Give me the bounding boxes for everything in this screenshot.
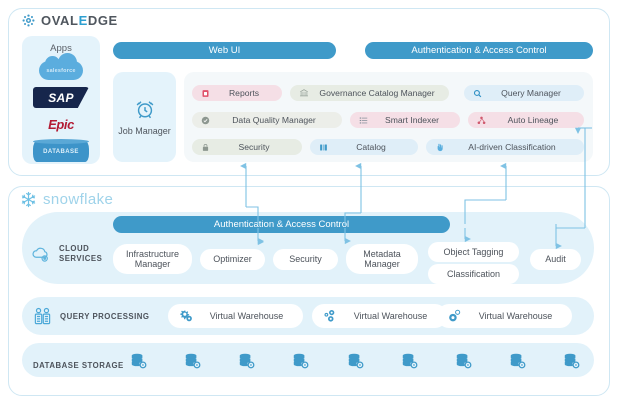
query-processing-icon — [33, 307, 52, 326]
app-logo-epic: Epic — [33, 114, 89, 135]
ovaledge-gear-logo-icon — [22, 14, 35, 27]
feature-label-security: Security — [238, 142, 270, 152]
cloud-gear-icon — [30, 245, 52, 263]
cloud-services-tag: CLOUD SERVICES — [30, 244, 102, 263]
app-logo-sap: SAP — [33, 87, 89, 108]
cloud-service-infrastructure-manager[interactable]: Infrastructure Manager — [113, 244, 192, 274]
gears-icon — [178, 309, 193, 323]
feature-label-reports: Reports — [228, 88, 260, 98]
feature-label-data-quality-manager: Data Quality Manager — [232, 115, 316, 125]
virtual-warehouse-3-label: Virtual Warehouse — [478, 311, 553, 321]
feature-pill-smart-indexer[interactable]: Smart Indexer — [350, 112, 460, 128]
feature-pill-governance-catalog-manager[interactable]: Governance Catalog Manager — [290, 85, 449, 101]
gears-icon — [322, 309, 337, 323]
feature-label-query-manager: Query Manager — [501, 88, 561, 98]
cloud-service-object-tagging[interactable]: Object Tagging — [428, 242, 519, 262]
app-label-salesforce: salesforce — [46, 67, 76, 74]
lock-icon — [201, 143, 210, 152]
feature-label-governance-catalog-manager: Governance Catalog Manager — [319, 88, 435, 98]
database-storage-tag: DATABASE STORAGE — [33, 355, 124, 373]
virtual-warehouse-3[interactable]: Virtual Warehouse — [437, 304, 572, 328]
database-icon — [563, 352, 580, 369]
app-label-epic: Epic — [48, 117, 74, 132]
snowflake-icon — [20, 191, 37, 208]
ovaledge-auth-access-control-bar[interactable]: Authentication & Access Control — [365, 42, 593, 59]
ovaledge-word-left: OVAL — [41, 13, 79, 28]
virtual-warehouse-2-label: Virtual Warehouse — [353, 311, 428, 321]
database-icon — [455, 352, 472, 369]
feature-label-smart-indexer: Smart Indexer — [385, 115, 439, 125]
job-manager-label: Job Manager — [118, 126, 171, 136]
database-storage-band — [22, 343, 594, 377]
snowflake-auth-access-control-bar[interactable]: Authentication & Access Control — [113, 216, 450, 233]
database-icon — [292, 352, 309, 369]
check-circle-icon — [201, 116, 210, 125]
report-icon — [201, 89, 210, 98]
database-icon — [509, 352, 526, 369]
bank-icon — [299, 88, 309, 98]
cloud-service-audit[interactable]: Audit — [530, 249, 581, 270]
database-icon — [238, 352, 255, 369]
cloud-services-label-line1: CLOUD — [59, 244, 90, 253]
app-logo-salesforce: salesforce — [33, 53, 89, 81]
ovaledge-brand: OVALEDGE — [22, 13, 118, 28]
books-icon — [319, 143, 328, 152]
cloud-service-classification[interactable]: Classification — [428, 264, 519, 284]
cloud-services-label: CLOUD SERVICES — [59, 244, 102, 263]
cloud-service-security[interactable]: Security — [273, 249, 338, 270]
salesforce-cloud-icon — [39, 53, 83, 80]
cloud-service-metadata-manager[interactable]: Metadata Manager — [346, 244, 418, 274]
query-processing-tag: QUERY PROCESSING — [33, 307, 149, 326]
feature-label-auto-lineage: Auto Lineage — [507, 115, 559, 125]
snowflake-brand: snowflake — [20, 191, 113, 208]
app-label-database: DATABASE — [43, 148, 79, 155]
database-storage-icons — [130, 350, 580, 370]
ovaledge-wordmark: OVALEDGE — [41, 13, 118, 28]
ovaledge-word-right: DGE — [87, 13, 118, 28]
query-processing-label: QUERY PROCESSING — [60, 311, 150, 321]
cloud-services-label-line2: SERVICES — [59, 253, 103, 263]
database-icon — [130, 352, 147, 369]
app-logo-database: DATABASE — [33, 139, 89, 162]
database-icon — [401, 352, 418, 369]
database-icon — [184, 352, 201, 369]
ovaledge-feature-grid: Reports Governance Catalog Manager Query… — [184, 72, 593, 162]
feature-pill-data-quality-manager[interactable]: Data Quality Manager — [192, 112, 342, 128]
feature-pill-ai-driven-classification[interactable]: AI-driven Classification — [426, 139, 584, 155]
feature-label-catalog: Catalog — [356, 142, 386, 152]
feature-pill-catalog[interactable]: Catalog — [310, 139, 418, 155]
list-icon — [359, 116, 368, 125]
apps-column: Apps salesforce SAP Epic DATABASE — [22, 36, 100, 164]
magnifier-icon — [473, 89, 482, 98]
gears-icon — [447, 309, 462, 323]
ovaledge-word-accent: E — [78, 13, 88, 28]
feature-pill-reports[interactable]: Reports — [192, 85, 282, 101]
job-manager-card[interactable]: Job Manager — [113, 72, 176, 162]
snowflake-wordmark: snowflake — [43, 191, 114, 208]
feature-pill-query-manager[interactable]: Query Manager — [464, 85, 584, 101]
ai-hand-icon — [435, 143, 444, 152]
apps-title: Apps — [50, 43, 72, 54]
lineage-icon — [477, 116, 486, 125]
feature-pill-auto-lineage[interactable]: Auto Lineage — [468, 112, 584, 128]
feature-label-ai-driven-classification: AI-driven Classification — [468, 142, 556, 152]
cloud-service-optimizer[interactable]: Optimizer — [200, 249, 265, 270]
virtual-warehouse-1[interactable]: Virtual Warehouse — [168, 304, 303, 328]
database-storage-label: DATABASE STORAGE — [33, 361, 124, 370]
database-icon — [347, 352, 364, 369]
alarm-clock-icon — [134, 98, 156, 120]
web-ui-bar[interactable]: Web UI — [113, 42, 336, 59]
virtual-warehouse-1-label: Virtual Warehouse — [209, 311, 284, 321]
feature-pill-security[interactable]: Security — [192, 139, 302, 155]
virtual-warehouse-2[interactable]: Virtual Warehouse — [312, 304, 447, 328]
app-label-sap: SAP — [48, 90, 74, 105]
